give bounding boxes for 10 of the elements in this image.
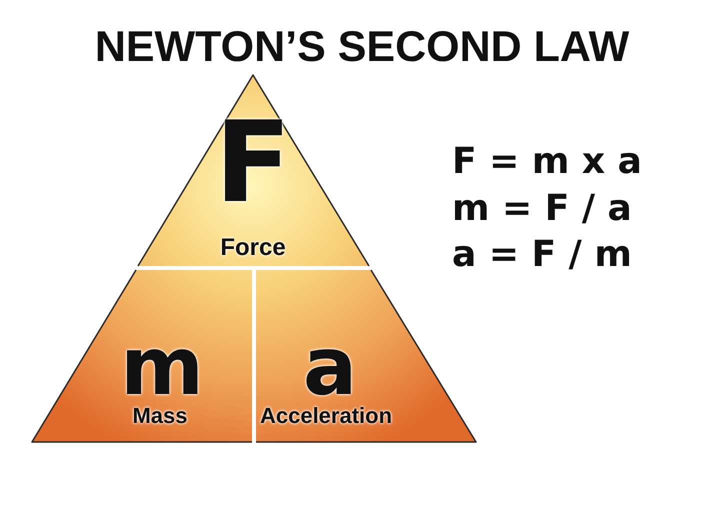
page-title: NEWTON’S SECOND LAW (94, 26, 630, 69)
variable-symbol: F (214, 107, 292, 219)
formula-text: a = F / m (452, 237, 632, 273)
variable-symbol: m (120, 327, 204, 407)
formula-text: F = m x a (452, 144, 642, 180)
quantity-name: Mass (132, 405, 188, 427)
quantity-name: Acceleration (260, 405, 392, 427)
quantity-name: Force (220, 236, 286, 260)
variable-symbol: a (303, 327, 357, 407)
formula-text: m = F / a (452, 191, 632, 227)
